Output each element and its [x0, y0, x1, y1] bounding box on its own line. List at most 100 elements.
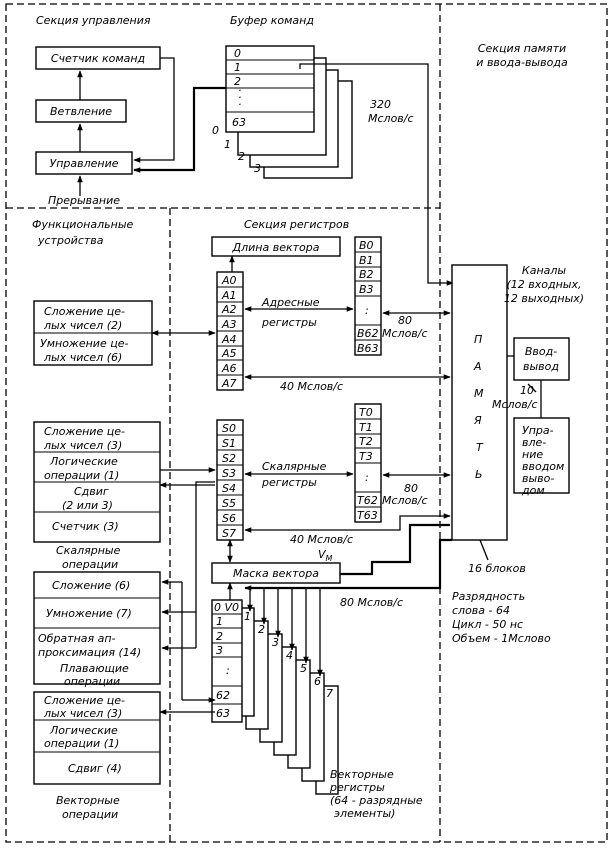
v-stack-label-4: 4: [286, 649, 293, 662]
a-reg-0: A0: [221, 274, 237, 287]
buffer-stack-label-0: 0: [212, 124, 219, 137]
instruction-buffer: Буфер команд 0 1 2 · · · 63 0 1 2 3 320 …: [133, 14, 454, 286]
memory-letter-a: А: [473, 360, 482, 373]
vector-add-2: лых чисел (3): [43, 707, 122, 720]
buffer-rate-value: 320: [370, 98, 391, 111]
address-registers-label-2: регистры: [261, 316, 317, 329]
float-ops-caption-2: операции: [64, 675, 120, 688]
memory-letter-p: П: [474, 333, 482, 346]
b-memory-rate-unit: Мслов/с: [382, 327, 428, 340]
a-memory-rate: 40 Мслов/с: [280, 380, 343, 393]
vector-registers-label-4: элементы): [334, 807, 395, 820]
s-reg-3: S3: [222, 467, 236, 480]
section-borders: [5, 3, 608, 843]
memory-spec-3: Цикл - 50 нс: [452, 618, 523, 631]
vector-registers-label-1: Векторные: [330, 768, 394, 781]
vector-add-1: Сложение це-: [44, 694, 125, 707]
a-reg-5: A5: [221, 347, 237, 360]
buffer-rate-unit: Мслов/с: [368, 112, 414, 125]
memory-letter-m: М: [474, 387, 484, 400]
v0-row-ellipsis: :: [226, 664, 230, 677]
v-memory-path: [244, 538, 452, 591]
buffer-row-0: 0: [234, 47, 241, 60]
vector-units-box: [33, 691, 161, 785]
vm-symbol-main: V: [318, 548, 327, 561]
float-ops-caption-1: Плавающие: [60, 662, 129, 675]
vector-ops-caption-1: Векторные: [56, 794, 120, 807]
io-control-label-2: вле-: [522, 436, 546, 449]
io-label-1: Ввод-: [525, 345, 557, 358]
v0-row-0: 0 V0: [214, 601, 239, 614]
vector-length-box: [211, 236, 341, 257]
b-reg-1: B1: [359, 254, 374, 267]
vm-symbol: VM: [318, 548, 333, 563]
functional-section-title-1: Функциональные: [32, 218, 134, 231]
float-recip-2: проксимация (14): [38, 646, 141, 659]
b-reg-2: B2: [359, 268, 374, 281]
buffer-row-1: 1: [234, 61, 241, 74]
scalar-counter: Счетчик (3): [52, 520, 119, 533]
mask-memory-path: [340, 523, 450, 576]
vector-length-label: Длина вектора: [232, 241, 320, 254]
b-memory-rate-value: 80: [398, 314, 412, 327]
t-memory-rate-unit: Мслов/с: [382, 494, 428, 507]
scalar-units: Сложение це- лых чисел (3) Логические оп…: [33, 421, 216, 571]
io-control-label-4: вводом: [522, 460, 564, 473]
t-memory-rate-value: 80: [404, 482, 418, 495]
t-reg-62: T62: [357, 494, 378, 507]
scalar-add-1: Сложение це-: [44, 425, 125, 438]
s-reg-2: S2: [222, 452, 236, 465]
memory-blocks-label: 16 блоков: [468, 562, 526, 575]
s-memory-arrow: [244, 513, 451, 533]
b-reg-0: B0: [359, 239, 374, 252]
v-stack-label-7: 7: [326, 687, 333, 700]
b-reg-3: B3: [359, 283, 374, 296]
scalar-registers: S0 S1 S2 S3 S4 S5 S6 S7 T0 T1 T2 T3 : T6…: [216, 403, 451, 563]
control-section: Счетчик команд Ветвление Управление Прер…: [35, 46, 175, 207]
buffer-row-dot-3: ·: [238, 98, 242, 111]
memory-spec-4: Объем - 1Мслово: [452, 632, 551, 645]
vector-mask-label: Маска вектора: [233, 567, 319, 580]
s-reg-0: S0: [222, 422, 236, 435]
buffer-row-dot-1: ·: [238, 84, 242, 97]
vector-shift: Сдвиг (4): [68, 762, 122, 775]
b-reg-62: B62: [357, 327, 379, 340]
vector-ops-caption-2: операции: [62, 808, 118, 821]
blocks-pointer: [479, 539, 489, 561]
scalar-ops-caption-2: операции: [62, 558, 118, 571]
v0-row-63: 63: [216, 707, 230, 720]
v0-row-3: 3: [216, 644, 223, 657]
memory-box: [451, 264, 508, 541]
s-reg-1: S1: [222, 437, 236, 450]
control-unit-box: [35, 151, 133, 175]
address-units: Сложение це- лых чисел (2) Умножение це-…: [33, 300, 216, 366]
t-reg-3: T3: [359, 450, 373, 463]
a-reg-3: A3: [221, 318, 237, 331]
memory-letter-ya: Я: [473, 414, 482, 427]
t-reg-ellipsis: :: [365, 471, 369, 484]
memory-spec-1: Разрядность: [452, 590, 525, 603]
memory-section-title-1: Секция памяти: [478, 42, 566, 55]
a-reg-7: A7: [221, 377, 237, 390]
a-reg-2: A2: [221, 303, 237, 316]
t-reg-0: T0: [359, 406, 373, 419]
register-section-title: Секция регистров: [244, 218, 349, 231]
v-stack-label-2: 2: [258, 623, 265, 636]
s-reg-4: S4: [222, 482, 236, 495]
v-memory-rate: 80 Мслов/с: [340, 596, 403, 609]
s-reg-5: S5: [222, 497, 236, 510]
v0-row-62: 62: [216, 689, 230, 702]
vector-logic-2: операции (1): [44, 737, 119, 750]
buffer-row-63: 63: [232, 116, 246, 129]
vector-logic-1: Логические: [49, 724, 118, 737]
vector-registers-label-3: (64 - разрядные: [330, 794, 423, 807]
memory-to-buffer-path: [299, 63, 454, 286]
scalar-logic-1: Логические: [49, 455, 118, 468]
outer-border: [5, 3, 608, 843]
channels-label-2: (12 входных,: [507, 278, 582, 291]
vector-units: Сложение це- лых чисел (3) Логические оп…: [33, 691, 215, 821]
io-label-2: вывод: [523, 360, 559, 373]
v-stack-label-6: 6: [314, 675, 321, 688]
v-stack-label-1: 1: [244, 610, 251, 623]
